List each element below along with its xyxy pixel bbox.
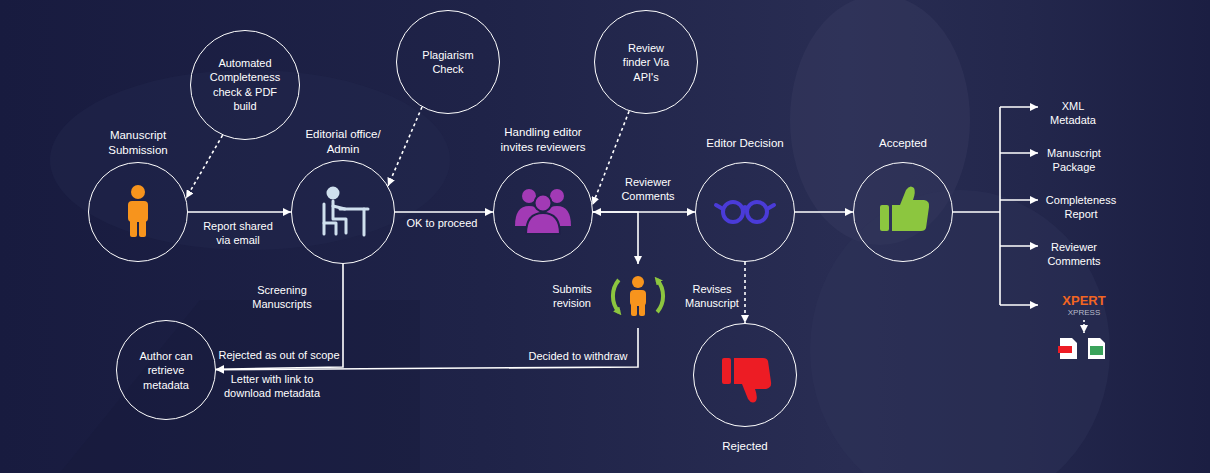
process-circle: Review finder Via API's [594,10,698,114]
node-heading: Editorial office/ Admin [297,127,389,157]
person-icon [130,219,137,237]
photo-backdrop [810,190,1110,473]
dotted-arrow [186,135,223,198]
desk-icon [363,209,366,235]
group-icon [535,195,552,212]
revision-step: Submits revisionRevises Manuscript [606,264,670,328]
glasses-icon [723,202,743,222]
node-heading: Submits revision [546,282,598,311]
revision-icon [613,280,619,312]
edge-label: Reviewer Comments [617,175,679,204]
process-circle: Author can retrieve metadata [116,320,216,420]
edge-label: OK to proceed [407,216,478,230]
file-icons [1058,338,1105,359]
group-icon [515,189,571,234]
output-arrows [1000,245,1038,247]
glasses-icon [747,202,767,222]
output-arrows [953,211,1000,213]
node-heading: Handling editor invites reviewers [493,125,593,155]
process-circle: Manuscript Submission [88,162,188,262]
node-heading: Editor Decision [706,136,783,151]
flow-arrow [216,264,343,369]
person-icon [131,185,145,199]
circle-text: Review finder Via API's [621,41,671,84]
note-label: XML Metadata [1043,99,1103,128]
process-circle: Accepted [853,162,953,262]
node-heading: Rejected [722,439,767,454]
edge-label: Decided to withdraw [528,349,627,363]
file-icons [1058,346,1072,353]
desk-icon [324,223,336,234]
process-circle: Rejected [693,323,797,427]
edge-label: Report shared via email [195,219,281,248]
circle-text: Author can retrieve metadata [135,349,197,392]
flow-arrow [188,211,291,213]
person-icon [128,201,148,222]
glasses-icon [716,202,774,222]
output-arrows [999,107,1001,305]
file-icons [1088,338,1105,359]
process-circle: Plagiarism Check [396,10,500,114]
desk-icon [324,188,368,235]
flow-arrow [216,328,638,370]
glasses-icon [743,207,747,209]
revision-icon [613,276,663,316]
node-heading: Manuscript Submission [98,128,178,158]
process-circle: Editor Decision [695,162,795,262]
output-arrows [1000,106,1038,108]
person-icon [139,219,146,237]
glasses-icon [767,205,774,209]
process-circle: Editorial office/ Admin [291,160,395,264]
thumbs-up-icon [880,186,929,231]
note-label: XPERT [1062,293,1105,310]
glasses-icon [716,205,723,209]
edge-label: Rejected as out of scope [218,348,339,362]
circle-text: Automated Completeness check & PDF build [209,56,281,113]
thumbs-up-icon [880,205,889,231]
output-arrows [1000,304,1038,306]
revision-icon [639,303,645,316]
revision-icon [632,276,644,288]
thumbs-down-icon [722,358,731,384]
thumbs-down-icon [734,358,771,403]
note-label: Screening Manuscripts [247,283,317,312]
person-icon [128,185,148,237]
flow-arrow [593,212,638,264]
thumbs-down-icon [722,358,771,403]
revision-icon [657,280,663,312]
group-icon [526,213,560,234]
output-arrows [1083,320,1085,333]
revision-icon [631,303,637,316]
node-heading: Revises Manuscript [682,282,742,311]
output-arrows [1000,199,1038,201]
dotted-arrow [388,107,422,186]
photo-backdrop [60,300,420,473]
thumbs-up-icon [892,186,929,231]
note-label: Letter with link to download metadata [217,372,327,401]
dotted-arrow [744,262,746,323]
output-arrows [1000,152,1038,154]
process-circle: Handling editor invites reviewers [493,162,593,262]
circle-text: Plagiarism Check [418,48,478,77]
note-label: XPRESS [1068,308,1100,318]
file-icons [1090,346,1103,355]
process-circle: Automated Completeness check & PDF build [190,30,300,140]
desk-icon [328,188,338,198]
flow-arrow [395,211,493,213]
node-heading: Accepted [879,136,927,151]
note-label: Reviewer Comments [1038,240,1110,269]
desk-icon [323,204,326,234]
note-label: Manuscript Package [1038,146,1110,175]
flow-arrow [795,211,853,213]
note-label: Completeness Report [1042,193,1120,222]
